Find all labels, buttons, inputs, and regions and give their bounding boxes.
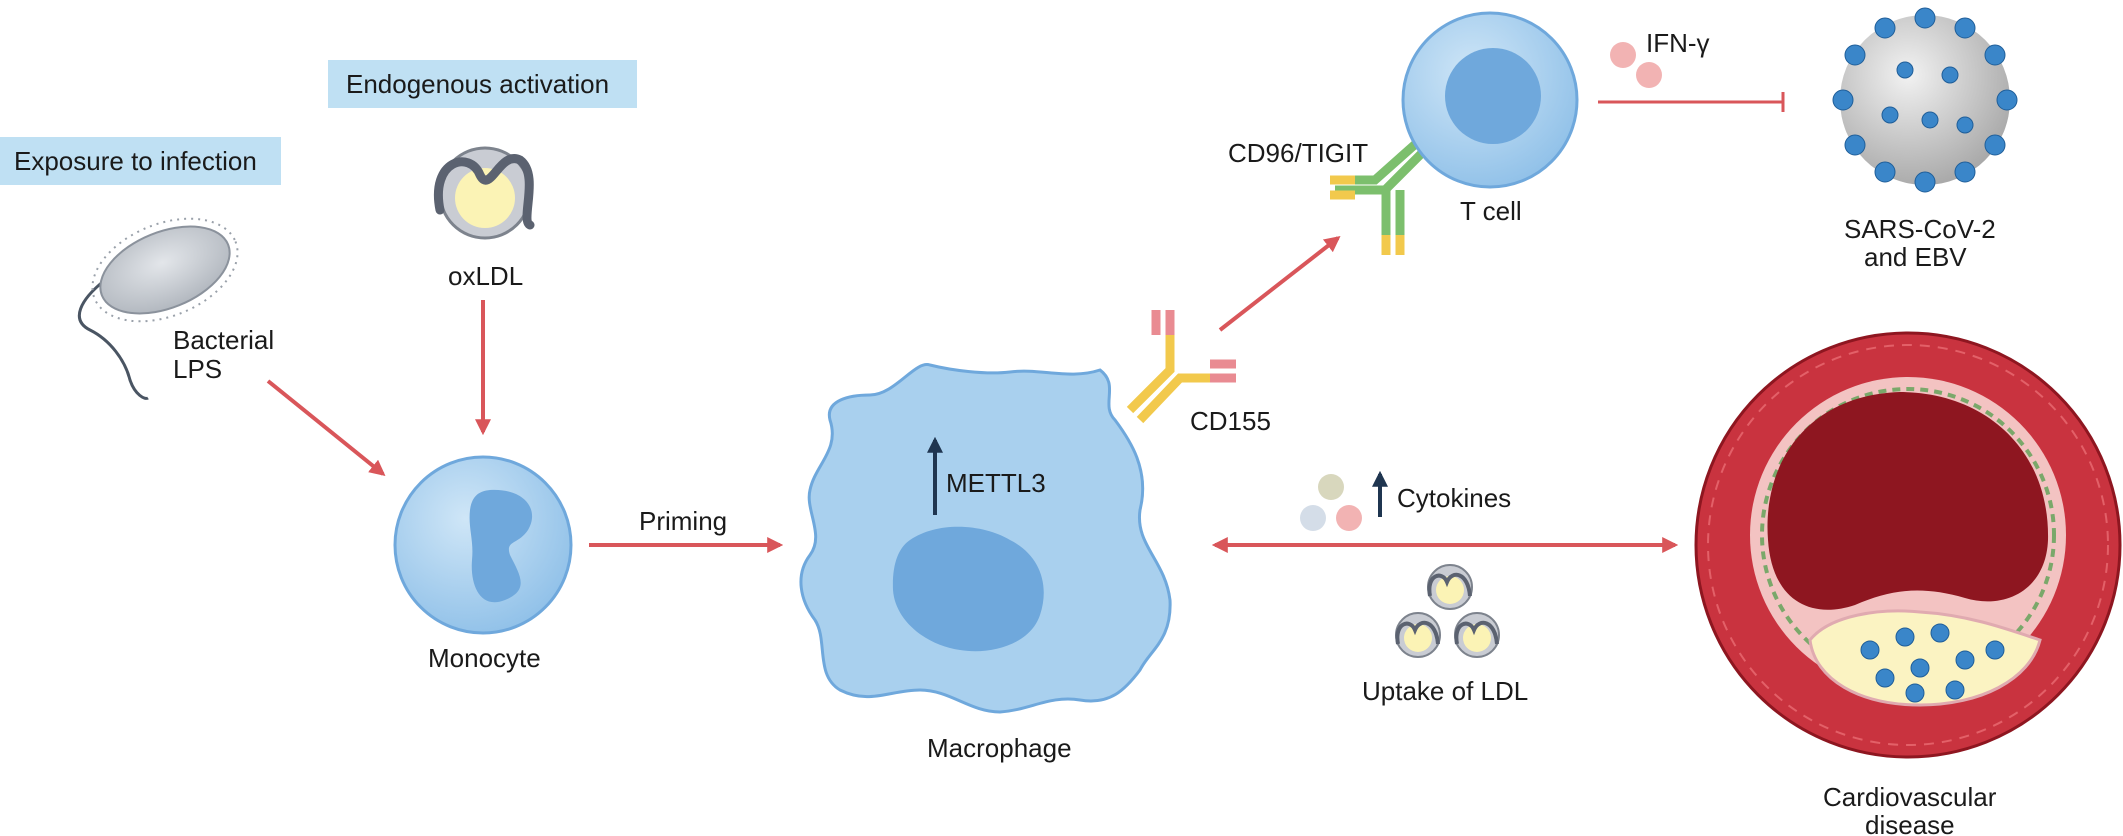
ifn-molecules-icon [1610,42,1662,88]
macrophage-cell [799,363,1172,714]
priming-label: Priming [639,506,727,536]
exposure-box: Exposure to infection [0,137,281,185]
endogenous-box: Endogenous activation [328,60,637,108]
cd155-receptor-icon [1126,310,1236,424]
bacterium-icon [77,217,239,400]
macrophage-label: Macrophage [927,733,1072,763]
cd96-tigit-label: CD96/TIGIT [1228,138,1368,168]
exposure-label: Exposure to infection [14,146,257,176]
virus-icon [1832,7,2018,193]
cvd-label-line1: Cardiovascular [1823,782,1997,812]
oxldl-label: oxLDL [448,261,523,291]
cytokine-molecules-icon [1300,470,1388,531]
tcell-label: T cell [1460,196,1522,226]
monocyte-cell [393,455,573,635]
mettl3-label: METTL3 [946,468,1046,498]
cd96-tigit-receptor-icon [1330,136,1434,255]
virus-label-line1: SARS-CoV-2 [1844,214,1996,244]
arrow-lps-to-monocyte [266,379,386,477]
blood-vessel-icon [1694,331,2122,759]
ldl-particles-icon [1395,564,1500,658]
ifn-label: IFN-γ [1646,28,1710,58]
cytokines-label: Cytokines [1397,483,1511,513]
monocyte-label: Monocyte [428,643,541,673]
tcell-cell [1401,11,1579,189]
bacterial-label-line2: LPS [173,354,222,384]
oxldl-icon [433,146,535,240]
uptake-ldl-label: Uptake of LDL [1362,676,1528,706]
endogenous-label: Endogenous activation [346,69,609,99]
inhibition-arrow [1598,92,1785,112]
cd155-label: CD155 [1190,406,1271,436]
arrow-to-tcell [1218,236,1341,332]
cvd-label-line2: disease [1865,810,1955,836]
virus-label-line2: and EBV [1864,242,1967,272]
bacterial-label-line1: Bacterial [173,325,274,355]
